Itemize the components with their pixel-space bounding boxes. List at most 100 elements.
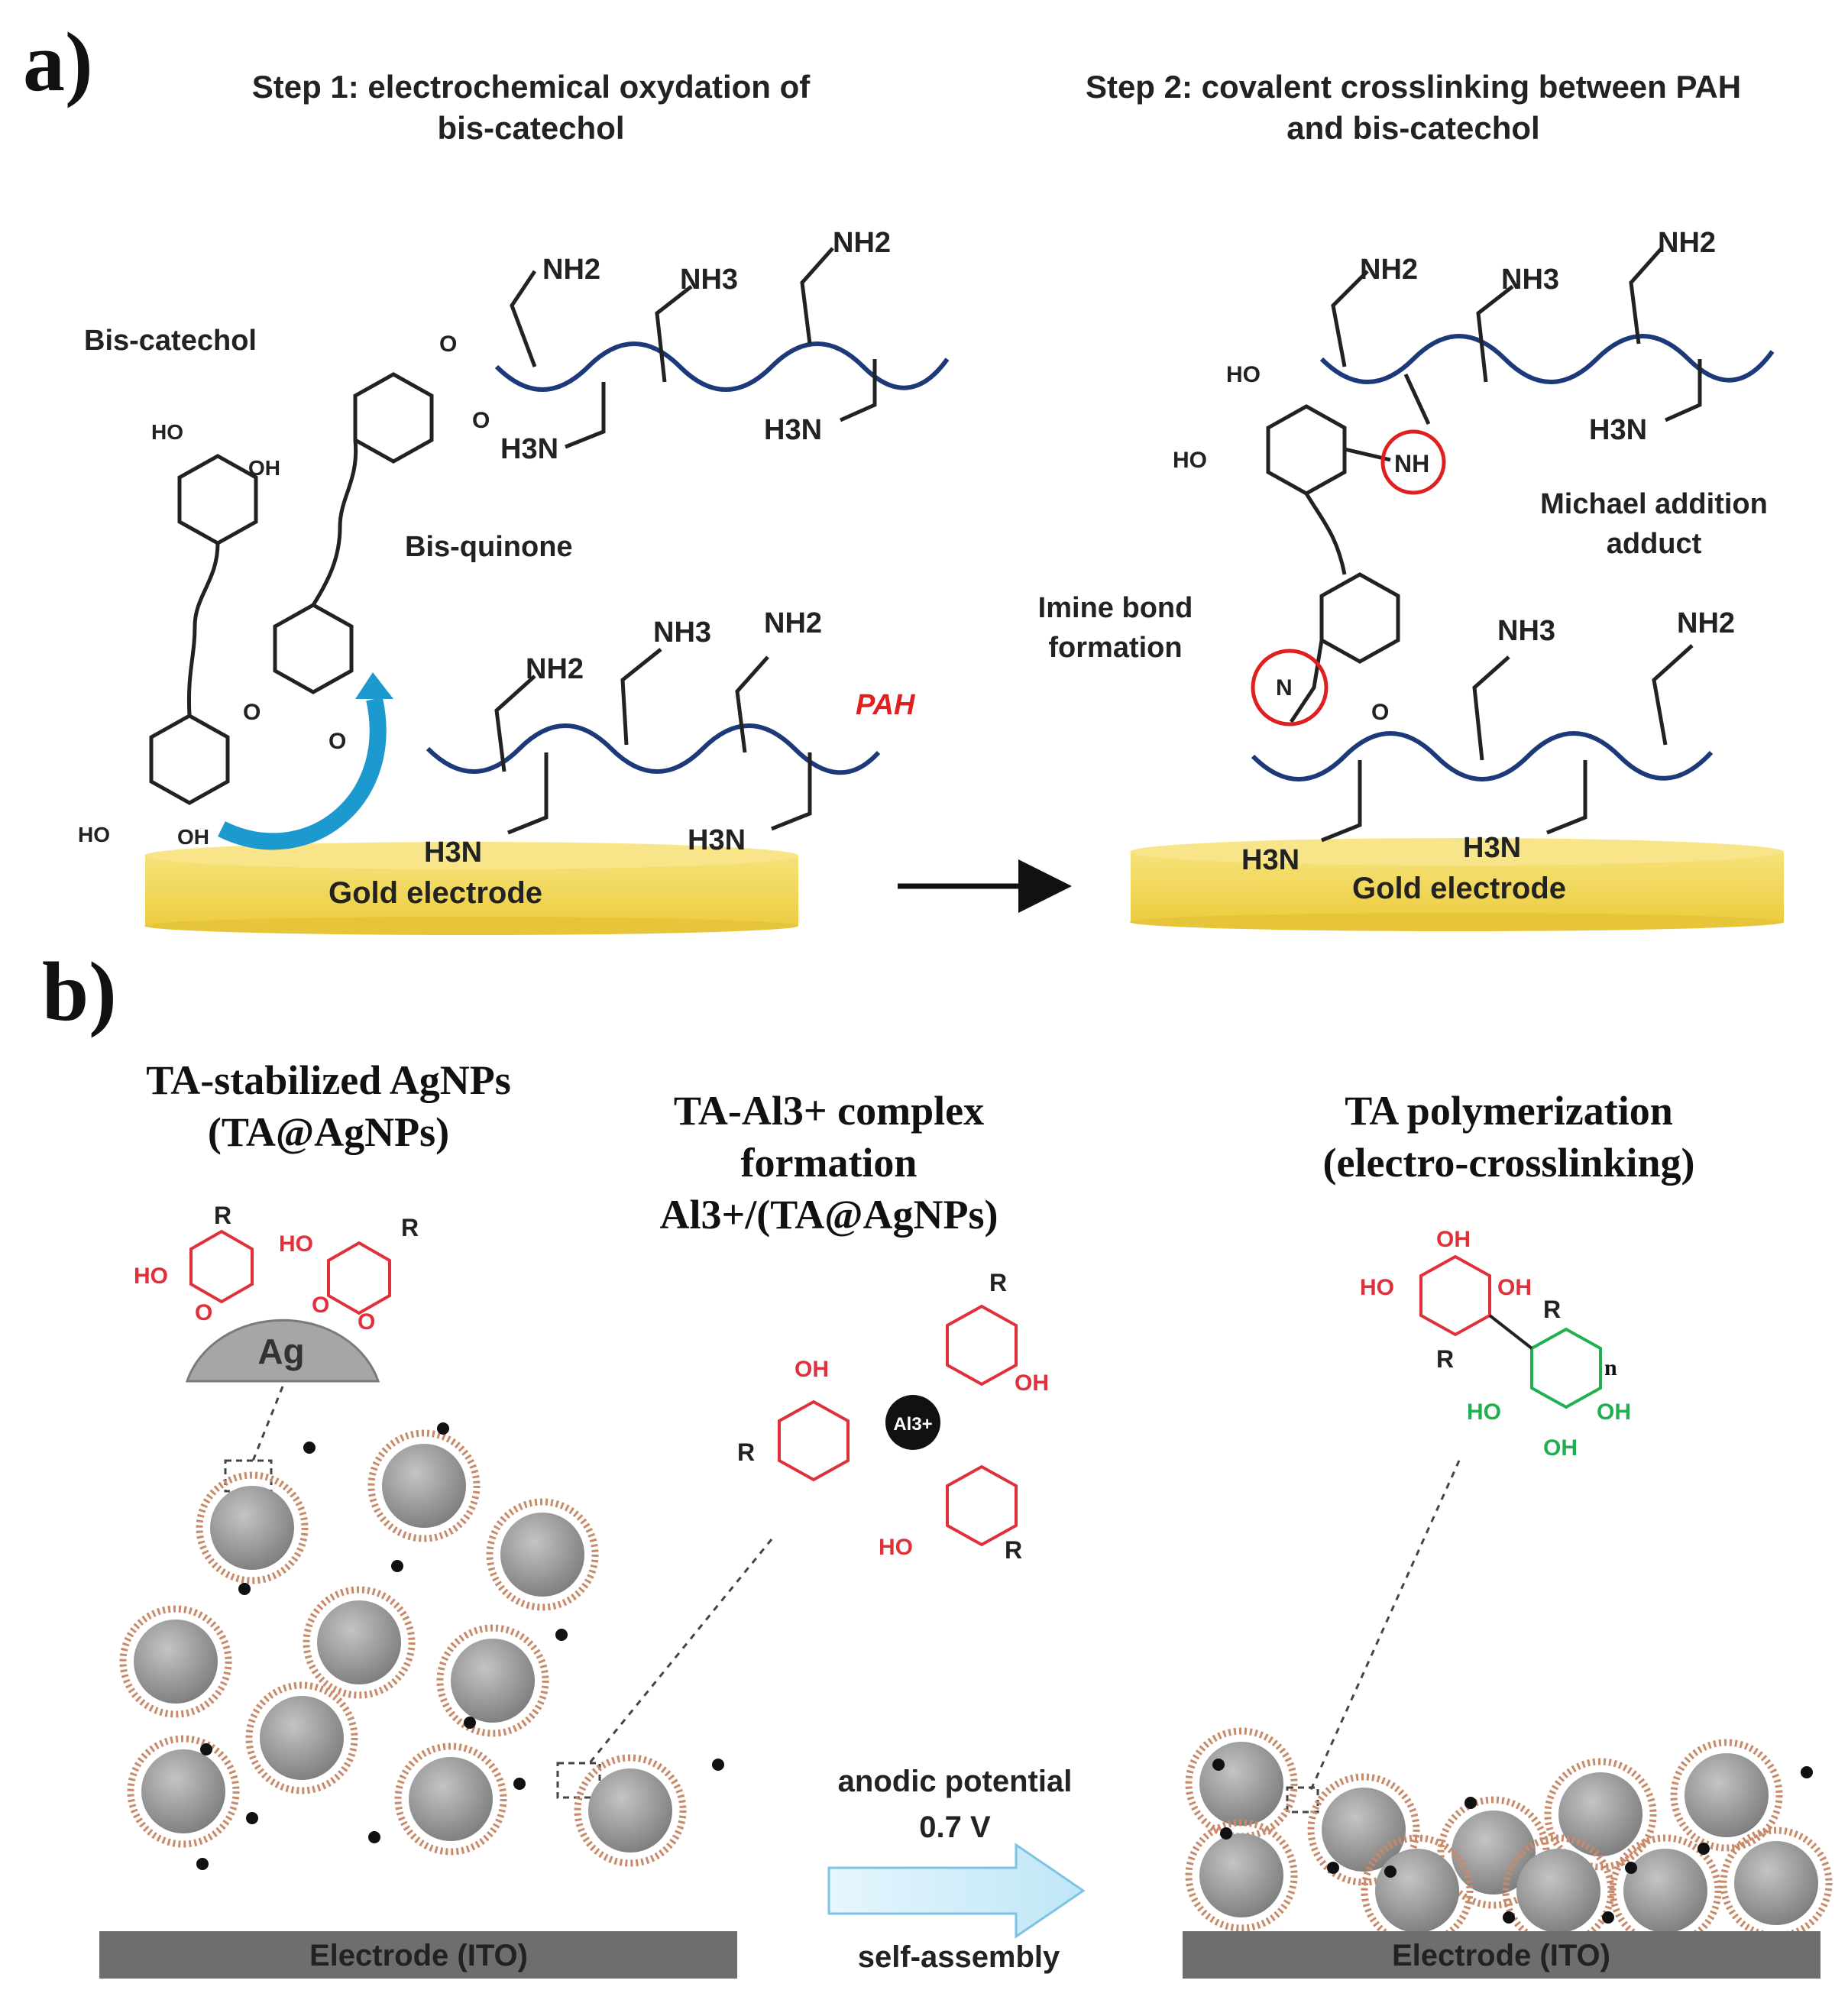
ta-shell <box>127 1735 240 1848</box>
al-ion-dot <box>238 1583 251 1595</box>
agnp-film <box>1185 1727 1833 1947</box>
pah-pendants-right <box>1321 247 1702 843</box>
ta-shell <box>1185 1819 1298 1932</box>
r-group: R <box>214 1202 231 1229</box>
ta-shell <box>1361 1834 1474 1947</box>
al-ion-dot <box>1503 1911 1515 1924</box>
ta-al-title-2: formation <box>741 1140 918 1186</box>
step1-title: Step 1: electrochemical oxydation of <box>252 69 811 105</box>
o-group: O <box>358 1309 375 1335</box>
pah-pendants-left-top <box>510 247 877 449</box>
silver-nanoparticle <box>1199 1833 1283 1917</box>
al-ion-dot <box>246 1812 258 1824</box>
ta-ring <box>189 1229 254 1304</box>
oh-group: OH <box>795 1357 829 1382</box>
imine-label: Imine bond <box>1038 592 1193 624</box>
anodic-potential-label: anodic potential <box>838 1765 1073 1798</box>
ta-agnps-title-2: (TA@AgNPs) <box>208 1109 449 1155</box>
ta-ring <box>946 1464 1018 1547</box>
o-group: O <box>195 1300 212 1325</box>
zoom-line <box>251 1386 284 1464</box>
michael-label-2: adduct <box>1607 528 1702 560</box>
ho-group: HO <box>879 1535 913 1560</box>
oh-group: OH <box>1597 1400 1631 1425</box>
ho-group: HO <box>1173 448 1207 473</box>
zoom-line <box>587 1539 773 1765</box>
ta-shell <box>303 1586 416 1699</box>
pah-label: PAH <box>856 689 916 721</box>
r-group: R <box>1005 1536 1022 1564</box>
o-group: O <box>328 729 346 754</box>
panel-a: a) Step 1: electrochemical oxydation of … <box>23 15 1784 935</box>
ag-dome-group: Ag R R HO HO O O O <box>134 1202 419 1383</box>
al-ion-dot <box>196 1858 209 1870</box>
nh3-group: NH3 <box>1501 264 1559 296</box>
ito-label-left: Electrode (ITO) <box>309 1939 528 1972</box>
ta-shell <box>1544 1758 1657 1871</box>
pah-chain-top-right <box>1319 334 1775 384</box>
bis-catechol-label: Bis-catechol <box>84 325 257 357</box>
silver-nanoparticle <box>409 1757 493 1841</box>
o-group: O <box>1371 700 1389 725</box>
imine-highlight-circle <box>1251 649 1329 726</box>
ta-al-title-3: Al3+/(TA@AgNPs) <box>660 1192 998 1238</box>
step2-title: Step 2: covalent crosslinking between PA… <box>1086 69 1741 105</box>
nh3-group: NH3 <box>1497 615 1555 647</box>
ho-group: HO <box>151 420 183 444</box>
ta-shell <box>245 1681 358 1794</box>
r-group: R <box>1543 1296 1561 1323</box>
ito-label-right: Electrode (ITO) <box>1392 1939 1610 1972</box>
anodic-voltage-label: 0.7 V <box>919 1810 991 1844</box>
self-assembly-arrow <box>827 1843 1086 1939</box>
ta-shell <box>367 1429 481 1542</box>
step2-title-2: and bis-catechol <box>1286 110 1539 146</box>
ta-ring <box>1419 1254 1491 1337</box>
al-ion-dot <box>1464 1797 1477 1809</box>
agnp-dispersion <box>119 1422 724 1870</box>
oxidation-arrow <box>218 697 387 850</box>
silver-nanoparticle <box>451 1639 535 1723</box>
repeat-n: n <box>1604 1355 1617 1380</box>
nh-highlight-circle <box>1380 429 1446 495</box>
al-ion-dot <box>1212 1759 1225 1771</box>
ta-shell <box>574 1754 687 1867</box>
al-ion-dot <box>1384 1865 1397 1878</box>
ta-ring <box>946 1304 1018 1387</box>
h3n-group: H3N <box>1589 414 1647 446</box>
zoom-line <box>1309 1460 1461 1792</box>
silver-nanoparticle <box>1516 1849 1600 1933</box>
o-group: O <box>312 1293 329 1318</box>
gold-electrode-left: Gold electrode <box>144 842 798 935</box>
h3n-group: H3N <box>764 414 822 446</box>
nh2-group: NH2 <box>833 227 891 259</box>
al-complex: Al3+ R R R OH OH HO <box>737 1269 1049 1564</box>
oh-group: OH <box>177 825 209 849</box>
imine-label-2: formation <box>1048 632 1182 664</box>
al-ion-dot <box>1801 1766 1813 1778</box>
bis-catechol-molecule <box>149 454 258 805</box>
r-group: R <box>1436 1345 1454 1373</box>
silver-nanoparticle <box>1452 1810 1536 1895</box>
ta-shell <box>1670 1739 1783 1852</box>
ta-ring-green <box>1530 1327 1602 1409</box>
h3n-group: H3N <box>1463 832 1521 864</box>
silver-nanoparticle <box>1558 1772 1642 1856</box>
zoom-box <box>1286 1786 1319 1814</box>
ta-shell <box>1720 1827 1833 1940</box>
ta-al-title: TA-Al3+ complex <box>674 1088 984 1134</box>
silver-nanoparticle <box>260 1696 344 1780</box>
ho-group: HO <box>78 823 110 846</box>
gold-electrode-label-right: Gold electrode <box>1352 872 1566 905</box>
silver-nanoparticle <box>588 1768 672 1853</box>
ho-group: HO <box>134 1264 168 1289</box>
silver-nanoparticle <box>500 1513 584 1597</box>
ito-electrode-left <box>99 1931 737 1979</box>
silver-nanoparticle <box>1685 1753 1769 1837</box>
step1-title-2: bis-catechol <box>437 110 624 146</box>
nh2-group: NH2 <box>542 254 600 286</box>
al-ion-dot <box>1698 1843 1710 1855</box>
nh3-group: NH3 <box>653 616 711 649</box>
ag-label: Ag <box>257 1332 304 1371</box>
oh-group: OH <box>248 456 280 480</box>
